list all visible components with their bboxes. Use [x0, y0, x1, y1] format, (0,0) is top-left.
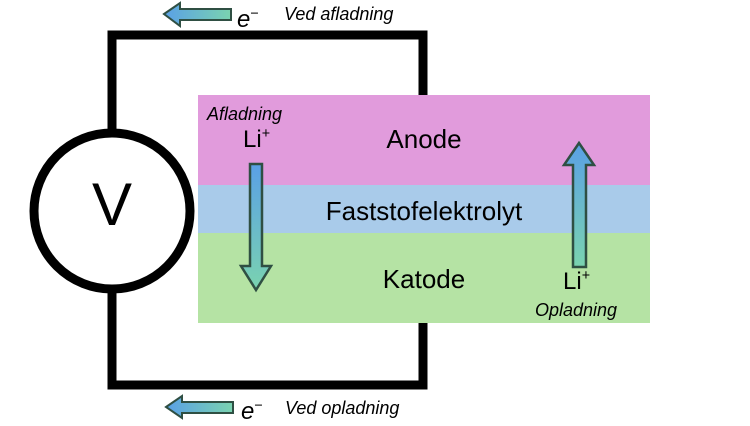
- left-ion-charge: +: [261, 126, 271, 142]
- bottom-electron-caption: Ved opladning: [285, 398, 399, 419]
- cathode-label: Katode: [198, 264, 650, 295]
- bottom-electron-charge: −: [254, 398, 263, 414]
- bottom-electron-label: e−: [241, 392, 263, 426]
- down-arrow-icon: [238, 162, 274, 293]
- anode-label: Anode: [198, 124, 650, 155]
- right-ion-symbol: Li: [563, 268, 582, 295]
- electron-arrow-top-icon: [162, 1, 232, 28]
- top-electron-label: e−: [237, 0, 259, 34]
- left-ion-label: Li+: [243, 126, 270, 154]
- bottom-electron-symbol: e: [241, 398, 255, 425]
- top-electron-symbol: e: [237, 6, 251, 33]
- discharge-caption-text: Afladning: [207, 104, 283, 124]
- voltmeter-circle: [29, 128, 195, 294]
- top-electron-caption: Ved afladning: [284, 4, 393, 25]
- voltmeter-label: V: [82, 170, 142, 240]
- cathode-text: Katode: [382, 264, 466, 294]
- anode-text: Anode: [386, 124, 462, 154]
- right-ion-charge: +: [581, 268, 591, 284]
- up-arrow-icon: [561, 140, 597, 269]
- electrolyte-label: Faststofelektrolyt: [198, 196, 650, 227]
- voltmeter-symbol: V: [91, 171, 133, 238]
- charge-caption: Opladning: [535, 300, 617, 321]
- charge-caption-text: Opladning: [535, 300, 618, 320]
- left-ion-symbol: Li: [243, 126, 262, 153]
- discharge-caption: Afladning: [207, 104, 282, 125]
- electrolyte-text: Faststofelektrolyt: [325, 196, 523, 226]
- electron-arrow-bottom-icon: [164, 394, 234, 420]
- circuit-wire: [107, 30, 428, 390]
- bottom-electron-caption-text: Ved opladning: [285, 398, 400, 418]
- top-electron-caption-text: Ved afladning: [284, 4, 394, 24]
- right-ion-label: Li+: [563, 268, 590, 296]
- top-electron-charge: −: [250, 6, 259, 22]
